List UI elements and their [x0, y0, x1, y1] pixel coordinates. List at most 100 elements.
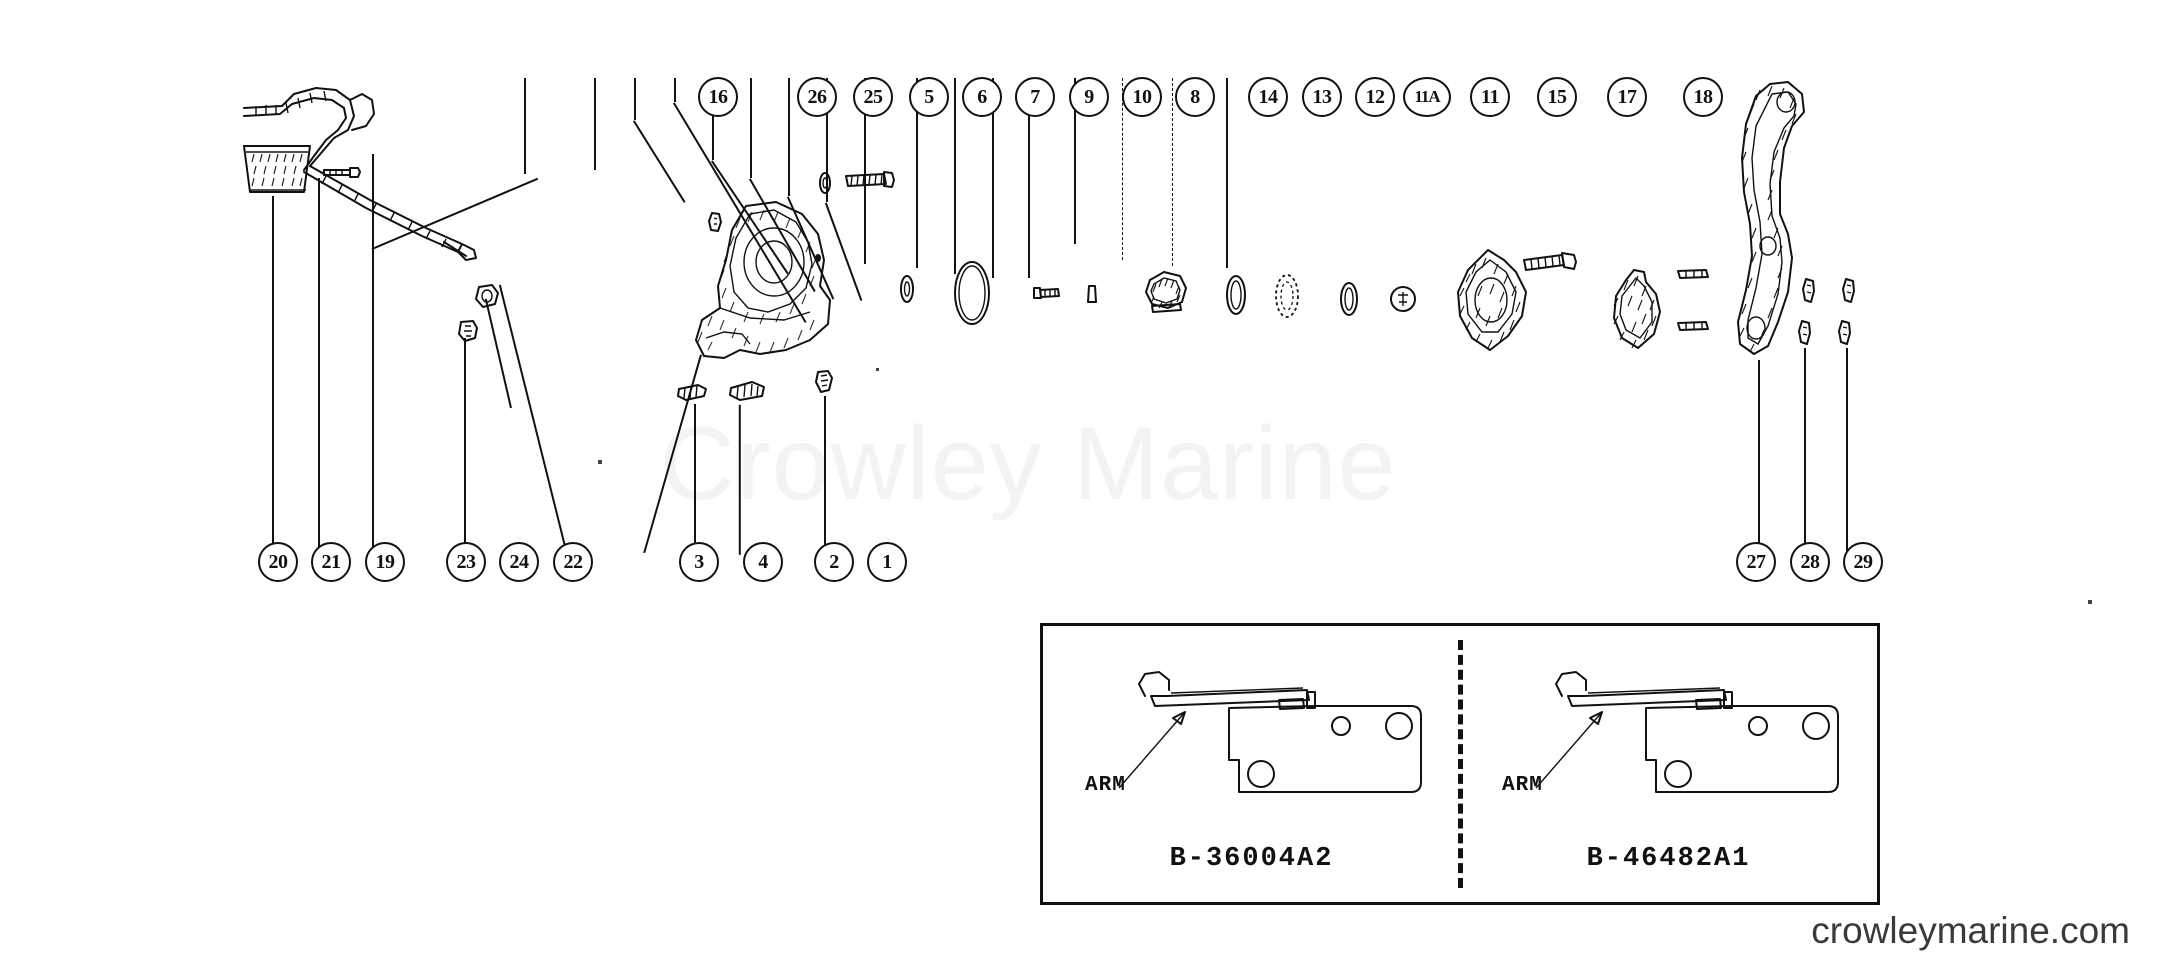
pump-cover-11 — [1452, 246, 1532, 356]
leader-20 — [272, 196, 274, 552]
scan-speck-3 — [876, 368, 879, 371]
callout-18[interactable]: 18 — [1683, 77, 1723, 117]
clip-29-lower — [1836, 318, 1854, 348]
cable-bushing — [472, 282, 502, 310]
callout-17[interactable]: 17 — [1607, 77, 1647, 117]
callout-2[interactable]: 2 — [814, 542, 854, 582]
clip-28-lower — [1796, 318, 1814, 348]
screw-7 — [1030, 282, 1064, 304]
callout-9[interactable]: 9 — [1069, 77, 1109, 117]
leader-6a — [712, 78, 714, 160]
leader-15 — [1122, 78, 1123, 260]
circlip-12 — [1388, 282, 1418, 316]
pump-fitting-3 — [676, 380, 710, 404]
leader-11 — [1074, 78, 1076, 244]
pump-lever-arm-27 — [1726, 78, 1816, 368]
callout-4[interactable]: 4 — [743, 542, 783, 582]
leader-10a — [826, 78, 828, 202]
pin-18-upper — [1674, 266, 1714, 282]
callout-28[interactable]: 28 — [1790, 542, 1830, 582]
callout-13[interactable]: 13 — [1302, 77, 1342, 117]
callout-10[interactable]: 10 — [1122, 77, 1162, 117]
detail-divider — [1458, 640, 1463, 888]
callout-19[interactable]: 19 — [365, 542, 405, 582]
detail-part-number-left: B-36004A2 — [1169, 844, 1334, 874]
callout-14[interactable]: 14 — [1248, 77, 1288, 117]
leader-9a — [788, 78, 790, 196]
callout-16[interactable]: 16 — [698, 77, 738, 117]
leader-3 — [694, 404, 696, 552]
check-valve-10 — [1140, 264, 1192, 316]
callout-11a[interactable]: 11A — [1403, 77, 1451, 117]
callout-27[interactable]: 27 — [1736, 542, 1776, 582]
leader-7a — [750, 78, 752, 178]
leader-12 — [992, 78, 994, 278]
leader-5a — [674, 78, 676, 102]
screw-15 — [1520, 250, 1580, 278]
gasket-14 — [1270, 272, 1304, 320]
callout-6[interactable]: 6 — [962, 77, 1002, 117]
callout-11[interactable]: 11 — [1470, 77, 1510, 117]
watermark-text: Crowley Marine — [660, 406, 1397, 522]
callout-26[interactable]: 26 — [797, 77, 837, 117]
washer-13 — [1336, 280, 1362, 318]
screw-25 — [840, 168, 896, 192]
leader-18 — [1226, 78, 1228, 268]
callout-24[interactable]: 24 — [499, 542, 539, 582]
callout-25[interactable]: 25 — [853, 77, 893, 117]
callout-12[interactable]: 12 — [1355, 77, 1395, 117]
clip-29-upper — [1840, 276, 1858, 306]
leader-17 — [1172, 78, 1173, 266]
callout-15[interactable]: 15 — [1537, 77, 1577, 117]
throttle-cable-assembly — [230, 60, 650, 320]
leader-11a — [1028, 78, 1030, 278]
arm-label-right: ARM — [1502, 774, 1543, 797]
leader-2 — [824, 396, 826, 552]
callout-21[interactable]: 21 — [311, 542, 351, 582]
site-url-text: crowleymarine.com — [1811, 910, 2130, 951]
callout-3[interactable]: 3 — [679, 542, 719, 582]
detail-box-left: ARM B-36004A2 — [1043, 626, 1460, 902]
diaphragm-6 — [948, 258, 996, 328]
callout-20[interactable]: 20 — [258, 542, 298, 582]
pump-diaphragm-17 — [1608, 266, 1668, 354]
callout-7[interactable]: 7 — [1015, 77, 1055, 117]
callout-22[interactable]: 22 — [553, 542, 593, 582]
leader-4 — [739, 404, 741, 555]
fuel-pump-body — [690, 200, 870, 390]
callout-29[interactable]: 29 — [1843, 542, 1883, 582]
oring-8 — [1222, 272, 1250, 318]
cable-grommet — [455, 318, 481, 344]
detail-box-right: ARM B-46482A1 — [1460, 626, 1877, 902]
clip-28-upper — [1800, 276, 1818, 306]
pin-18-lower — [1674, 318, 1714, 334]
switch-illustration-left — [1118, 671, 1422, 793]
callout-5[interactable]: 5 — [909, 77, 949, 117]
switch-illustration-right — [1535, 671, 1839, 793]
leader-13 — [954, 78, 956, 274]
leader-27 — [1758, 360, 1760, 552]
leader-8 — [864, 78, 866, 264]
cable-clamp-block — [240, 140, 316, 200]
arm-label-left: ARM — [1085, 774, 1126, 797]
clamp-screw — [322, 162, 366, 182]
leader-26 — [594, 78, 596, 170]
callout-23[interactable]: 23 — [446, 542, 486, 582]
washer-26 — [816, 170, 834, 196]
leader-21 — [318, 178, 320, 552]
pin-9 — [1084, 282, 1100, 308]
callout-8[interactable]: 8 — [1175, 77, 1215, 117]
leader-23 — [464, 338, 466, 552]
leader-22 — [499, 284, 568, 553]
detail-part-number-right: B-46482A1 — [1586, 844, 1751, 874]
scan-speck-2 — [2088, 600, 2092, 604]
leader-14 — [916, 78, 918, 268]
callout-1[interactable]: 1 — [867, 542, 907, 582]
leader-19 — [372, 154, 374, 552]
valve-gasket-5 — [896, 272, 918, 306]
leader-29 — [1846, 348, 1848, 552]
switch-detail-panel: ARM B-36004A2 — [1040, 623, 1880, 905]
pump-screw-2 — [812, 368, 838, 396]
leader-16 — [524, 78, 526, 174]
